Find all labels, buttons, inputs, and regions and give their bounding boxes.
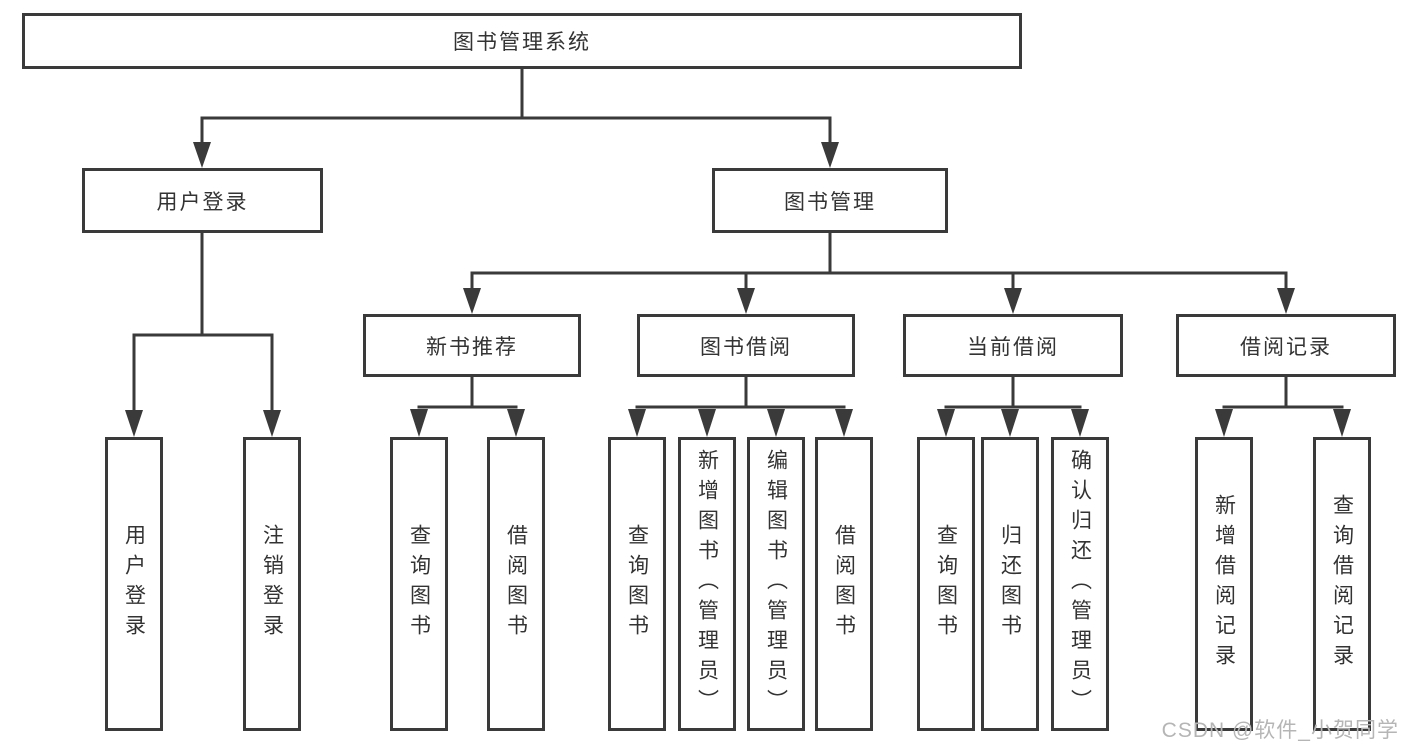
leaf-borrow-books: 借阅图书 [815,437,873,731]
node-current-borrow: 当前借阅 [903,314,1123,377]
leaf-user-login: 用户登录 [105,437,163,731]
node-user-login: 用户登录 [82,168,323,233]
node-book-management-label: 图书管理 [784,190,876,214]
node-library-system-label: 图书管理系统 [453,31,591,54]
leaf-query-books-borrow: 查询图书 [608,437,666,731]
leaf-query-books-recommend: 查询图书 [390,437,448,731]
leaf-confirm-return-admin: 确认归还（管理员） [1051,437,1109,731]
leaf-edit-book-admin: 编辑图书（管理员） [747,437,805,731]
node-library-system: 图书管理系统 [22,13,1022,69]
leaf-query-borrow-record: 查询借阅记录 [1313,437,1371,731]
node-book-management: 图书管理 [712,168,948,233]
leaf-edit-book-admin-label: 编辑图书（管理员） [764,449,788,719]
leaf-query-borrow-record-label: 查询借阅记录 [1330,494,1354,674]
node-borrow-records: 借阅记录 [1176,314,1396,377]
leaf-logout-label: 注销登录 [260,524,284,644]
node-new-book-recommend: 新书推荐 [363,314,581,377]
leaf-return-book: 归还图书 [981,437,1039,731]
leaf-borrow-books-recommend: 借阅图书 [487,437,545,731]
leaf-query-books-current: 查询图书 [917,437,975,731]
node-book-borrow: 图书借阅 [637,314,855,377]
leaf-borrow-books-recommend-label: 借阅图书 [504,524,528,644]
leaf-return-book-label: 归还图书 [998,524,1022,644]
node-current-borrow-label: 当前借阅 [967,335,1059,359]
leaf-borrow-books-label: 借阅图书 [832,524,856,644]
leaf-add-book-admin-label: 新增图书（管理员） [695,449,719,719]
leaf-confirm-return-admin-label: 确认归还（管理员） [1068,449,1092,719]
node-new-book-recommend-label: 新书推荐 [426,335,518,359]
watermark: CSDN @软件_小贺同学 [1161,719,1399,742]
leaf-add-borrow-record: 新增借阅记录 [1195,437,1253,731]
leaf-add-book-admin: 新增图书（管理员） [678,437,736,731]
leaf-user-login-label: 用户登录 [122,524,146,644]
node-user-login-label: 用户登录 [156,190,249,214]
leaf-add-borrow-record-label: 新增借阅记录 [1212,494,1236,674]
leaf-query-books-current-label: 查询图书 [934,524,958,644]
leaf-query-books-borrow-label: 查询图书 [625,524,649,644]
node-book-borrow-label: 图书借阅 [700,335,792,359]
leaf-logout: 注销登录 [243,437,301,731]
leaf-query-books-recommend-label: 查询图书 [407,524,431,644]
node-borrow-records-label: 借阅记录 [1240,335,1332,359]
